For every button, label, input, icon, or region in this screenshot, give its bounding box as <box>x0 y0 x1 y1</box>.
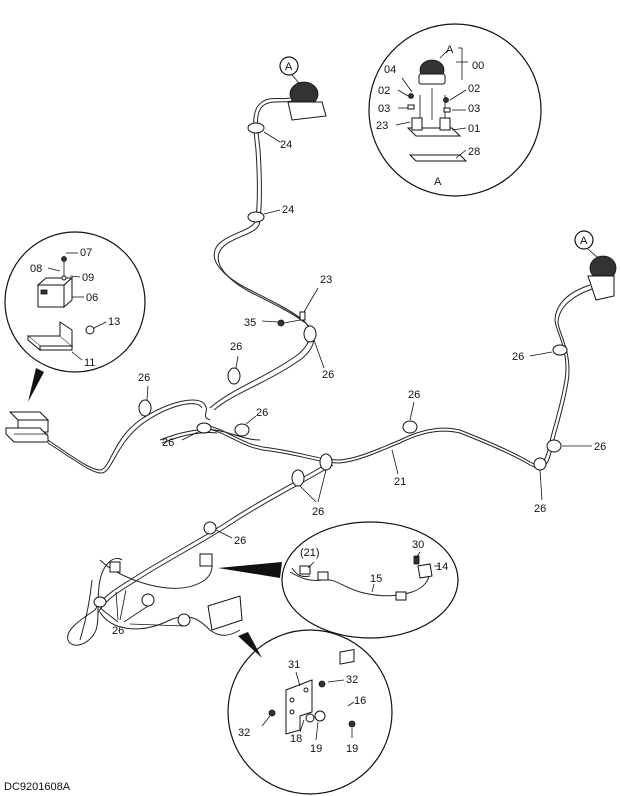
label-32a: 32 <box>346 674 358 686</box>
label-32b: 32 <box>238 727 250 739</box>
harness-relay <box>5 411 50 443</box>
right-lamp <box>574 230 617 301</box>
label-26i: 26 <box>534 503 546 515</box>
label-26a: 26 <box>322 369 334 381</box>
label-28: 28 <box>468 146 480 158</box>
label-19b: 19 <box>346 743 358 755</box>
relay-pointer <box>28 368 44 402</box>
label-13: 13 <box>108 316 120 328</box>
label-26f: 26 <box>408 389 420 401</box>
label-26h: 26 <box>594 441 606 453</box>
label-18: 18 <box>290 733 302 745</box>
main-harness <box>47 97 593 646</box>
detail-harness-circle <box>281 521 459 639</box>
detail-relay-parts <box>26 256 95 352</box>
clip-23 <box>299 311 306 321</box>
label-01: 01 <box>468 123 480 135</box>
detail-a-lamp <box>406 59 468 162</box>
detail-harness-wire <box>289 569 431 597</box>
label-09: 09 <box>82 272 94 284</box>
top-lamp <box>279 56 327 121</box>
connector-01 <box>199 553 213 567</box>
label-a-detail-top: A <box>446 44 454 56</box>
drawing-code: DC9201608A <box>4 781 71 793</box>
label-30: 30 <box>412 539 424 551</box>
label-16: 16 <box>354 695 366 707</box>
label-15: 15 <box>370 573 382 585</box>
clamps <box>93 122 568 627</box>
label-07: 07 <box>80 247 92 259</box>
label-21: 21 <box>394 476 406 488</box>
screw-35 <box>277 319 285 327</box>
label-08: 08 <box>30 263 42 275</box>
label-03b: 03 <box>468 103 480 115</box>
label-a-top-lamp: A <box>285 61 293 73</box>
label-24a: 24 <box>280 139 292 151</box>
label-03a: 03 <box>378 103 390 115</box>
label-24b: 24 <box>282 204 294 216</box>
label-26g: 26 <box>312 506 324 518</box>
label-23b: 23 <box>376 120 388 132</box>
label-02a: 02 <box>378 85 390 97</box>
harness-bracket <box>207 595 243 631</box>
bracket-pointer <box>238 632 262 658</box>
label-a-detail-bottom: A <box>434 176 442 188</box>
label-26k: 26 <box>234 535 246 547</box>
label-21-ref: (21) <box>300 547 320 559</box>
label-26l: 26 <box>112 625 124 637</box>
label-14: 14 <box>436 561 448 573</box>
harness-pointer <box>218 562 282 578</box>
label-23: 23 <box>320 274 332 286</box>
connector-02 <box>109 561 121 573</box>
label-02b: 02 <box>468 83 480 95</box>
label-26b: 26 <box>230 341 242 353</box>
label-26c: 26 <box>138 372 150 384</box>
label-11: 11 <box>84 357 95 369</box>
label-31: 31 <box>288 659 300 671</box>
label-06: 06 <box>86 292 98 304</box>
label-a-right-lamp: A <box>580 235 588 247</box>
label-26j: 26 <box>512 351 524 363</box>
detail-bracket-parts <box>268 648 356 735</box>
label-00: 00 <box>472 60 484 72</box>
label-19a: 19 <box>310 743 322 755</box>
label-26e: 26 <box>256 407 268 419</box>
label-26d: 26 <box>162 437 174 449</box>
label-04: 04 <box>384 64 396 76</box>
label-35: 35 <box>244 317 256 329</box>
